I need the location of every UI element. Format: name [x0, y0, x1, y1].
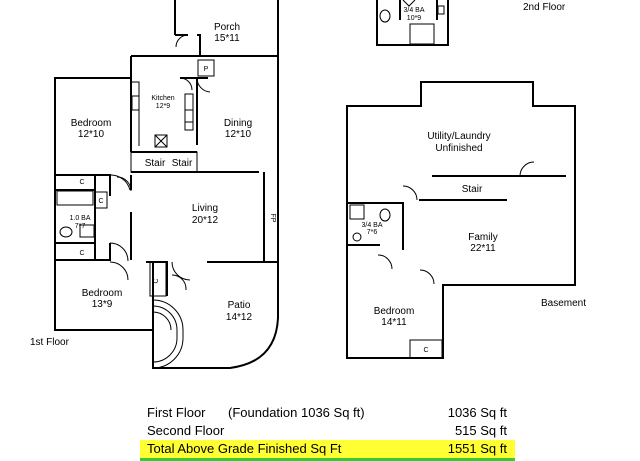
bedroom1-name: Bedroom — [71, 118, 112, 129]
first-floor-plan: Porch 15*11 P Bedroom 12*10 Kitchen 12*9… — [30, 0, 279, 369]
bath-closet — [94, 191, 108, 209]
second-floor-bath-name: 3/4 BA — [403, 7, 424, 14]
pantry-label: P — [204, 66, 209, 73]
bath-closet-label-2: C — [98, 198, 103, 205]
total-row-label: Total Above Grade Finished Sq Ft — [147, 441, 342, 456]
patio-steps — [152, 299, 184, 369]
shower — [409, 23, 435, 45]
bedroom2-door-swing — [109, 261, 129, 281]
second-floor-value: 515 Sq ft — [454, 423, 507, 438]
basement-bath-sink — [349, 204, 365, 220]
second-floor-label: 2nd Floor — [523, 2, 566, 13]
dining-dim: 12*10 — [225, 129, 252, 140]
kitchen-dim: 12*9 — [156, 103, 171, 110]
utility-sub: Unfinished — [435, 143, 482, 154]
dining-name: Dining — [224, 118, 252, 129]
stair-label-1: Stair — [145, 158, 166, 169]
basement-toilet — [379, 208, 391, 222]
first-floor-label: 1st Floor — [30, 337, 70, 348]
bath-dim: 7*7 — [75, 223, 86, 230]
fireplace-label: FP — [269, 214, 276, 223]
first-floor-row: First Floor (Foundation 1036 Sq ft) 1036… — [140, 404, 515, 422]
patio-door-swing-2 — [171, 274, 187, 291]
living-name: Living — [192, 203, 218, 214]
living-door-swing — [116, 176, 132, 192]
basement-bedroom-name: Bedroom — [374, 306, 415, 317]
sink — [184, 109, 194, 123]
bath-name: 1.0 BA — [69, 215, 90, 222]
bath-walls — [55, 175, 111, 261]
bath-closet-label-1: C — [79, 179, 84, 186]
bedroom2-name: Bedroom — [82, 288, 123, 299]
patio-dim: 14*12 — [226, 312, 253, 323]
family-dim: 22*11 — [470, 243, 496, 254]
second-floor-toilet — [379, 9, 391, 23]
basement-closet-label: C — [423, 347, 428, 354]
basement-bath-dim: 7*6 — [367, 229, 378, 236]
kitchen-counter — [131, 81, 194, 146]
second-floor-row: Second Floor 515 Sq ft — [140, 422, 515, 440]
basement-closet — [409, 339, 443, 359]
second-floor-row-label: Second Floor — [147, 423, 225, 438]
basement-stair-label: Stair — [462, 184, 483, 195]
stove — [131, 95, 140, 111]
bedroom2-dim: 13*9 — [92, 299, 113, 310]
utility-name: Utility/Laundry — [427, 131, 490, 142]
living-dim: 20*12 — [192, 215, 219, 226]
patio-name: Patio — [228, 300, 251, 311]
total-row: Total Above Grade Finished Sq Ft 1551 Sq… — [140, 440, 515, 458]
bedroom1-dim: 12*10 — [78, 129, 105, 140]
porch-dim: 15*11 — [214, 33, 240, 44]
porch-walls — [174, 0, 279, 78]
total-value: 1551 Sq ft — [447, 441, 507, 456]
second-floor-vanity — [402, 0, 445, 15]
porch-door-swing — [175, 34, 189, 48]
second-floor-bath-dim: 10*9 — [407, 15, 422, 22]
kitchen-door-swing — [196, 77, 211, 93]
first-floor-value: 1036 Sq ft — [447, 405, 507, 420]
family-name: Family — [468, 232, 497, 243]
bedroom-door-swing — [377, 254, 393, 270]
patio-door-swing — [171, 261, 191, 281]
second-floor-walls — [376, 0, 449, 46]
basement-bath-walls — [347, 202, 404, 250]
second-floor-plan: 3/4 BA 10*9 2nd Floor — [376, 0, 566, 46]
bedroom1-door-swing — [109, 174, 131, 191]
toilet — [59, 226, 73, 238]
appliance — [154, 134, 168, 148]
patio-closet-label: C — [153, 278, 160, 283]
vanity — [79, 224, 95, 238]
porch-name: Porch — [214, 22, 240, 33]
square-footage-table: First Floor (Foundation 1036 Sq ft) 1036… — [140, 404, 515, 461]
stair-label-2: Stair — [172, 158, 193, 169]
kitchen-door-swing-2 — [179, 77, 193, 91]
basement-label: Basement — [541, 298, 586, 309]
basement-plan: Utility/Laundry Unfinished Stair 3/4 BA … — [346, 81, 586, 359]
foundation-note: (Foundation 1036 Sq ft) — [228, 405, 365, 420]
kitchen-walls — [130, 77, 208, 153]
basement-bath-door — [402, 185, 418, 201]
patio-closet — [149, 261, 167, 297]
patio-outline — [152, 261, 279, 369]
bath-door-swing — [109, 242, 129, 262]
basement-utility-wall — [419, 175, 566, 201]
family-door-swing — [419, 269, 435, 285]
kitchen-name: Kitchen — [151, 95, 174, 102]
tub — [56, 190, 94, 206]
hall-closet-label: C — [79, 250, 84, 257]
utility-door-swing — [519, 161, 535, 177]
basement-sink-2 — [352, 232, 362, 242]
basement-bedroom-dim: 14*11 — [381, 317, 407, 328]
basement-bath-name: 3/4 BA — [361, 222, 382, 229]
first-floor-row-label: First Floor — [147, 405, 206, 420]
appliance-x — [154, 134, 168, 148]
pantry-box — [197, 59, 215, 77]
